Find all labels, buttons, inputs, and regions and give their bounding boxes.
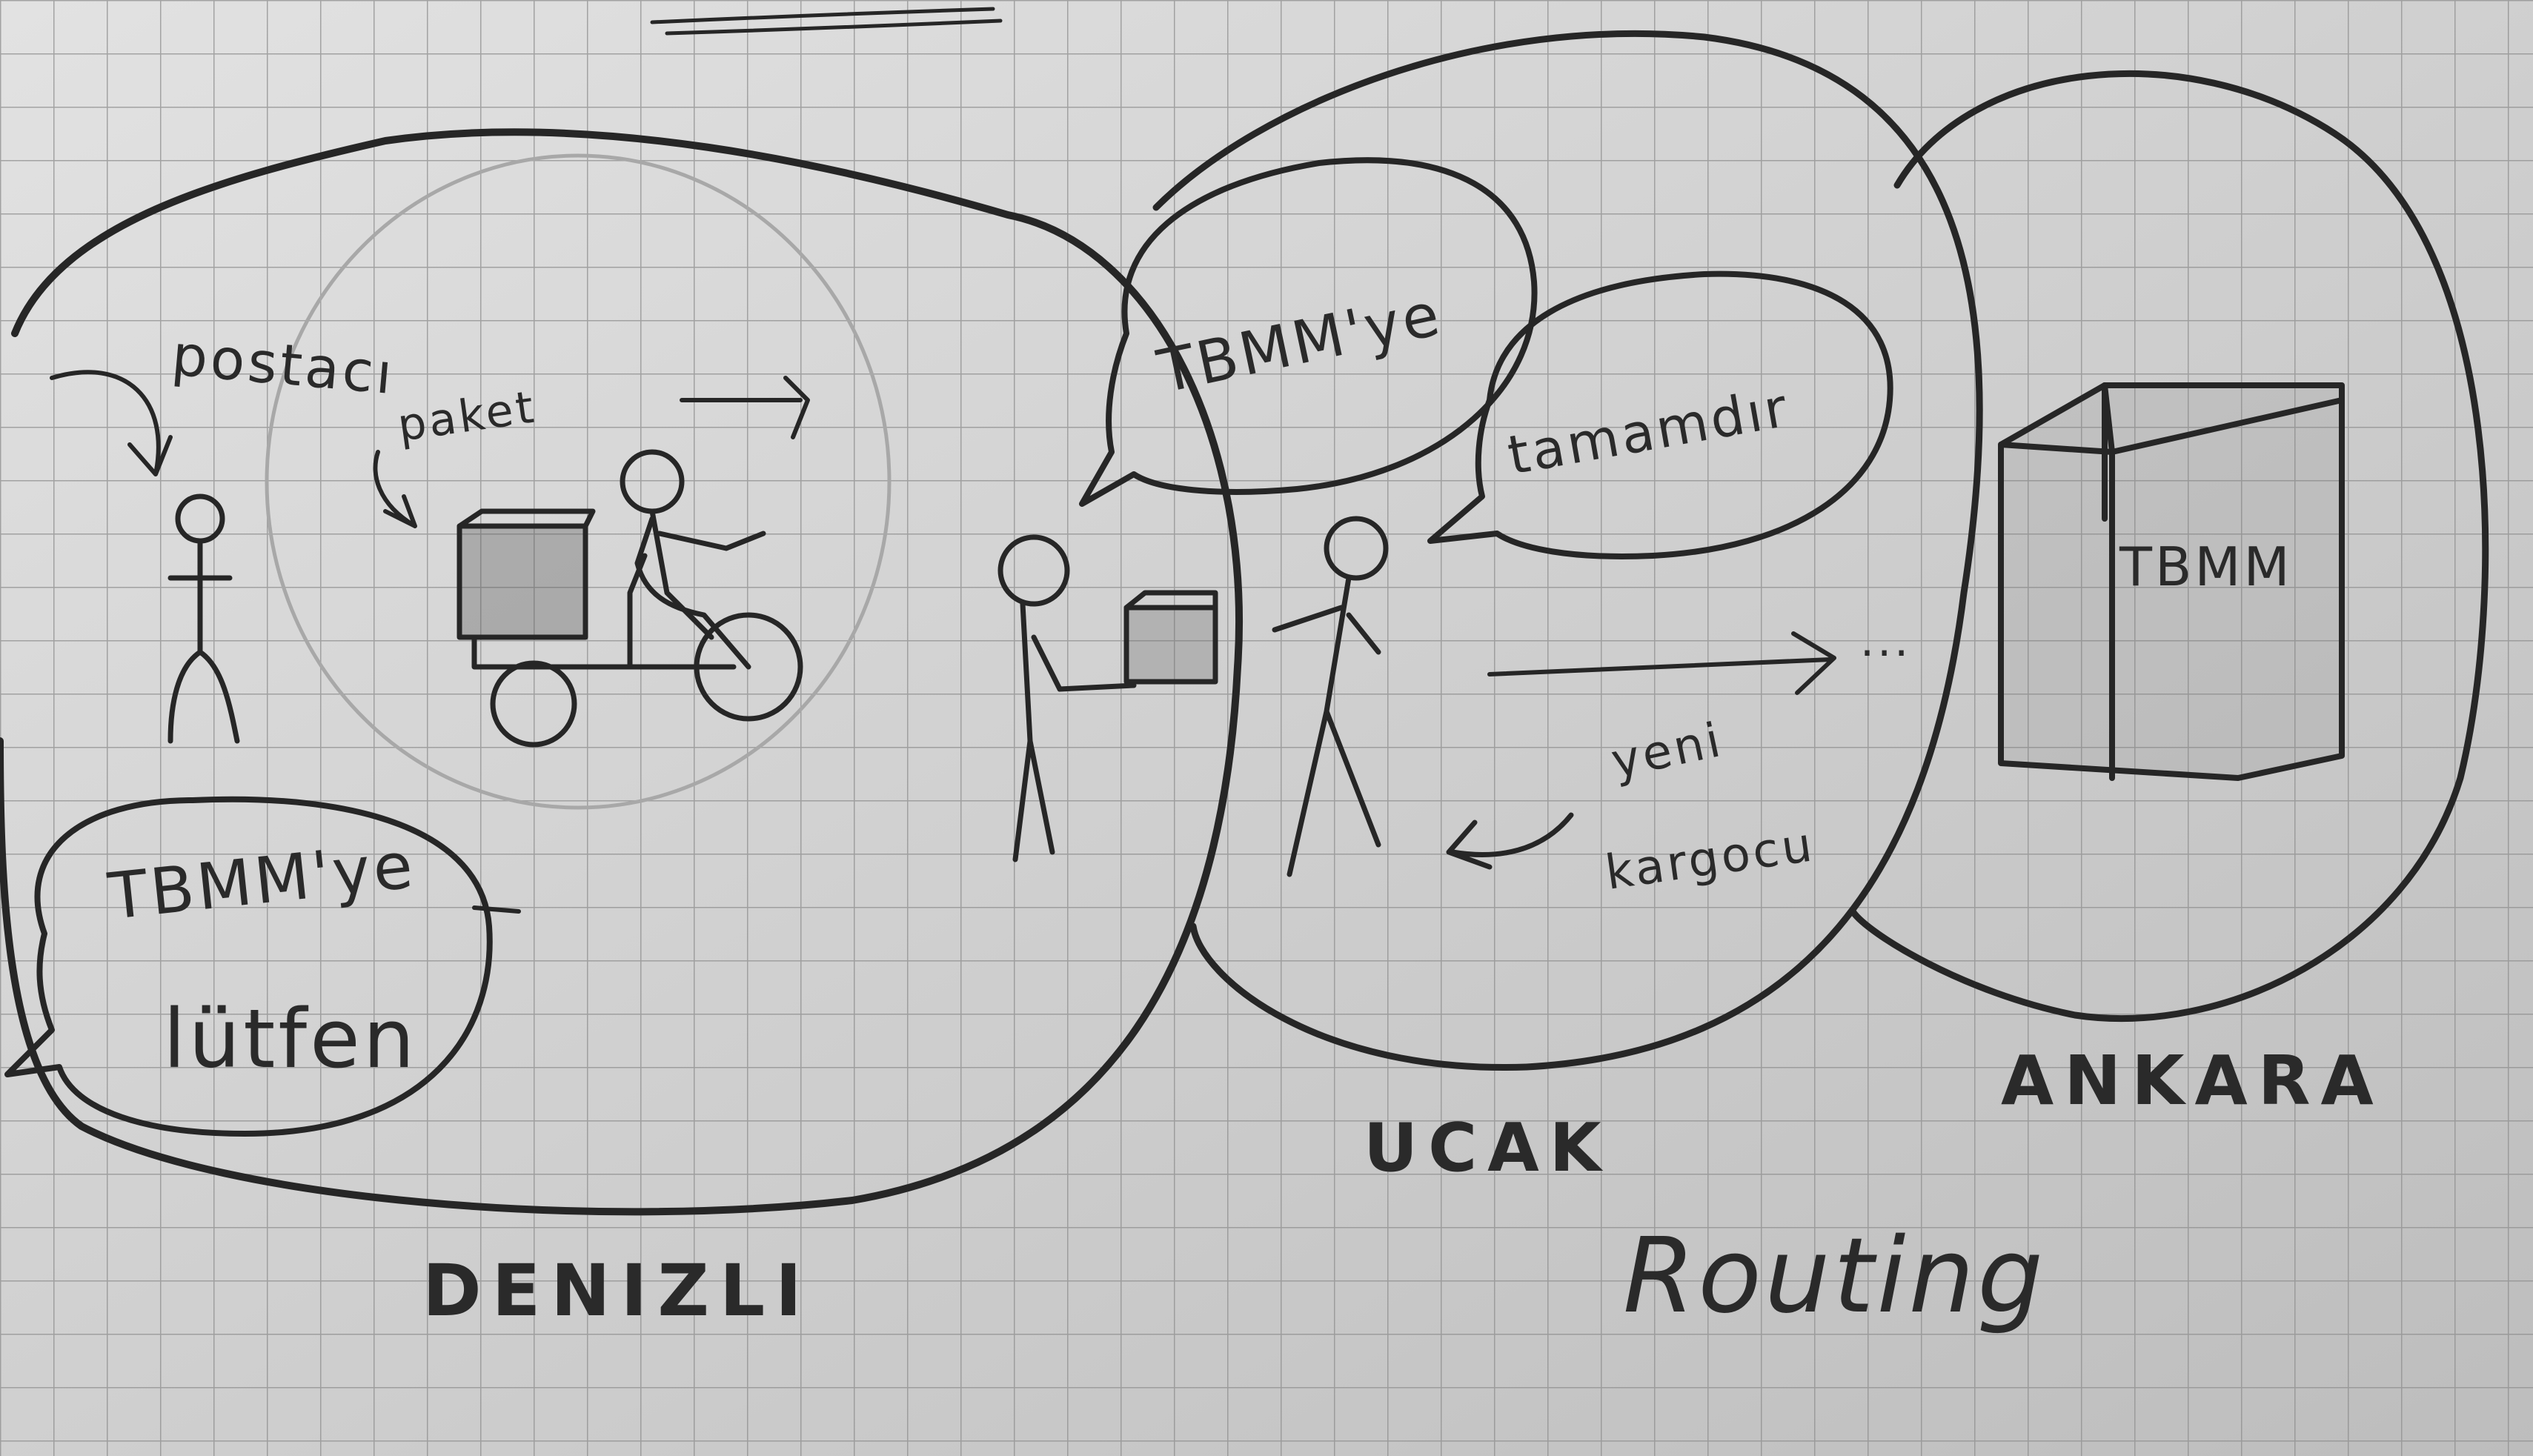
ucak-label: UCAK [1364,1109,1612,1187]
first-courier-figure [997,534,1137,862]
ankara-region-outline [1849,70,2489,1022]
sender-bubble-line-2: lütfen [163,991,418,1086]
handover-request-bubble [1079,157,1538,507]
denizli-label: DENIZLI [422,1249,812,1332]
sender-bubble-tick [472,905,521,914]
sender-stick-figure [167,493,240,744]
ucak-region-outline [1152,30,1983,1071]
denizli-region-outline [0,128,1244,1216]
tbmm-building-label: TBMM [2119,536,2293,598]
routing-caption: Routing [1623,1216,2046,1337]
bicycle-courier [457,449,803,748]
tbmm-building [1998,382,2345,781]
direction-arrow [680,376,810,439]
new-courier-figure [1272,516,1389,877]
yeni-kargocu-arrow [1446,812,1574,870]
postaci-arrow [50,370,173,476]
handover-reply-bubble [1427,270,1893,559]
top-scribble [650,7,1003,36]
ankara-label: ANKARA [2001,1041,2384,1120]
faint-inner-circle [265,153,892,810]
route-ellipsis: ... [1860,615,1911,667]
paket-arrow [373,450,417,528]
handoff-package [1123,590,1218,685]
route-arrow [1487,631,1836,695]
sender-speech-bubble [4,796,493,1137]
